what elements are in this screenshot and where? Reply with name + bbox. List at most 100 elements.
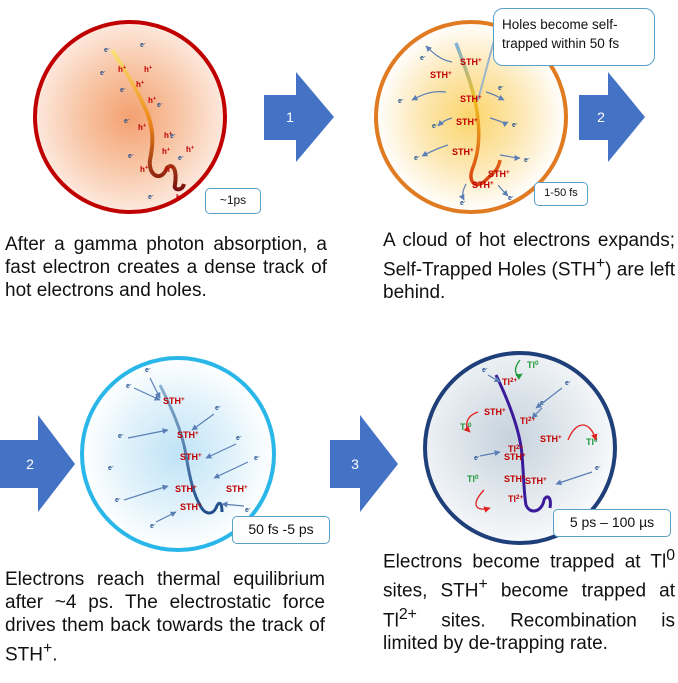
svg-text:e-: e- — [100, 70, 106, 78]
svg-text:STH+: STH+ — [430, 70, 452, 81]
svg-text:e-: e- — [460, 200, 466, 208]
svg-text:e-: e- — [414, 155, 420, 163]
svg-text:e-: e- — [124, 118, 130, 126]
panel-1-illustration: e- e- e- e- e- e- e- e- e- e- h+ h+ h+ h… — [33, 20, 227, 214]
return-arrows — [123, 377, 249, 523]
step-arrow-3: 3 — [330, 415, 398, 512]
svg-text:STH+: STH+ — [180, 502, 202, 513]
svg-text:e-: e- — [432, 123, 438, 131]
caption-panel-2: A cloud of hot electrons expands; Self-T… — [383, 230, 675, 304]
svg-text:Tl2+: Tl2+ — [508, 444, 524, 455]
svg-text:e-: e- — [140, 42, 146, 50]
svg-text:STH+: STH+ — [472, 180, 494, 191]
svg-text:e-: e- — [524, 157, 530, 165]
svg-text:e-: e- — [236, 435, 242, 443]
tl0-arrow — [514, 359, 523, 380]
svg-text:2: 2 — [26, 456, 34, 472]
svg-text:e-: e- — [120, 87, 126, 95]
sth-labels: STH+ STH+ STH+ STH+ STH+ STH+ — [163, 396, 248, 513]
svg-text:2: 2 — [597, 109, 605, 125]
svg-text:e-: e- — [565, 380, 571, 388]
sth-labels: STH+ STH+ STH+ STH+ STH+ — [484, 407, 562, 487]
svg-text:STH+: STH+ — [177, 430, 199, 441]
svg-text:h+: h+ — [140, 165, 149, 174]
svg-text:e-: e- — [474, 455, 480, 463]
recombination-arrows — [463, 411, 598, 513]
svg-text:h+: h+ — [162, 147, 171, 156]
svg-text:e-: e- — [126, 383, 132, 391]
svg-text:e-: e- — [150, 523, 156, 531]
svg-text:Tl2+: Tl2+ — [520, 416, 536, 427]
svg-text:h+: h+ — [148, 96, 157, 105]
svg-text:STH+: STH+ — [175, 484, 197, 495]
svg-text:STH+: STH+ — [452, 147, 474, 158]
svg-text:e-: e- — [482, 367, 488, 375]
tl2-labels: Tl2+ Tl2+ Tl2+ Tl2+ — [502, 377, 536, 505]
panel-3-illustration: STH+ STH+ STH+ STH+ STH+ STH+ e- e- e- e… — [80, 356, 276, 552]
svg-text:STH+: STH+ — [540, 434, 562, 445]
svg-text:STH+: STH+ — [226, 484, 248, 495]
hole-labels: h+ h+ h+ h+ h+ h+ h+ h+ h+ h+ h+ — [118, 65, 195, 202]
caption-panel-3: Electrons reach thermal equilibrium afte… — [5, 569, 325, 666]
svg-text:e-: e- — [118, 433, 124, 441]
svg-text:e-: e- — [108, 465, 114, 473]
svg-text:h+: h+ — [164, 131, 173, 140]
svg-text:e-: e- — [398, 98, 404, 106]
step-arrow-2-left: 2 — [0, 415, 75, 512]
svg-text:e-: e- — [595, 465, 601, 473]
caption-panel-4: Electrons become trapped at Tl0 sites, S… — [383, 547, 676, 654]
svg-text:STH+: STH+ — [504, 474, 526, 485]
svg-text:Tl2+: Tl2+ — [502, 377, 518, 388]
electron-labels: e- e- e- e- e- e- e- e- e- e- — [100, 42, 184, 202]
svg-text:e-: e- — [104, 47, 110, 55]
svg-text:STH+: STH+ — [180, 452, 202, 463]
sth-labels: STH+ STH+ STH+ STH+ STH+ STH+ STH+ — [430, 57, 510, 191]
svg-text:STH+: STH+ — [456, 117, 478, 128]
step-arrow-1: 1 — [264, 72, 334, 162]
timebox-panel-3: 50 fs -5 ps — [232, 516, 330, 544]
timebox-panel-2: 1-50 fs — [534, 182, 588, 206]
svg-text:STH+: STH+ — [525, 476, 547, 487]
svg-text:e-: e- — [170, 133, 176, 141]
sth-track — [158, 384, 224, 515]
svg-text:h+: h+ — [118, 65, 127, 74]
svg-text:e-: e- — [128, 153, 134, 161]
panel-2-illustration: STH+ STH+ STH+ STH+ STH+ STH+ STH+ e- e-… — [374, 20, 568, 214]
panel-1-circle — [33, 20, 227, 214]
svg-text:Tl2+: Tl2+ — [508, 494, 524, 505]
svg-text:h+: h+ — [138, 123, 147, 132]
svg-text:STH+: STH+ — [460, 57, 482, 68]
svg-text:e-: e- — [157, 102, 163, 110]
timebox-panel-4: 5 ps – 100 µs — [553, 509, 671, 537]
timebox-panel-1: ~1ps — [205, 188, 261, 214]
svg-text:e-: e- — [148, 194, 154, 202]
svg-text:e-: e- — [420, 55, 426, 63]
panel-4-illustration: STH+ STH+ STH+ STH+ STH+ Tl2+ Tl2+ Tl2+ … — [423, 351, 617, 545]
sth-track — [454, 42, 502, 187]
svg-text:e-: e- — [254, 455, 260, 463]
sth-track — [494, 374, 552, 513]
svg-text:e-: e- — [512, 122, 518, 130]
svg-text:Tl0: Tl0 — [467, 474, 479, 485]
svg-text:STH+: STH+ — [504, 452, 526, 463]
svg-text:STH+: STH+ — [488, 169, 510, 180]
fast-electron-track — [110, 48, 186, 192]
svg-text:e-: e- — [215, 405, 221, 413]
panel-2-circle — [374, 20, 568, 214]
svg-text:h+: h+ — [144, 65, 153, 74]
svg-text:h+: h+ — [186, 145, 195, 154]
svg-text:h+: h+ — [176, 193, 185, 202]
svg-text:e-: e- — [245, 507, 251, 515]
svg-text:STH+: STH+ — [484, 407, 506, 418]
thermalized-electrons: e- e- e- e- e- e- e- e- e- e- — [108, 367, 260, 531]
svg-text:e-: e- — [178, 155, 184, 163]
svg-text:3: 3 — [351, 456, 359, 472]
svg-text:e-: e- — [145, 367, 151, 375]
capture-arrows — [479, 374, 593, 486]
svg-text:e-: e- — [508, 195, 514, 203]
svg-text:STH+: STH+ — [163, 396, 185, 407]
svg-text:e-: e- — [498, 85, 504, 93]
caption-panel-1: After a gamma photon absorption, a fast … — [5, 234, 327, 301]
step-arrow-2-top: 2 — [579, 72, 645, 162]
